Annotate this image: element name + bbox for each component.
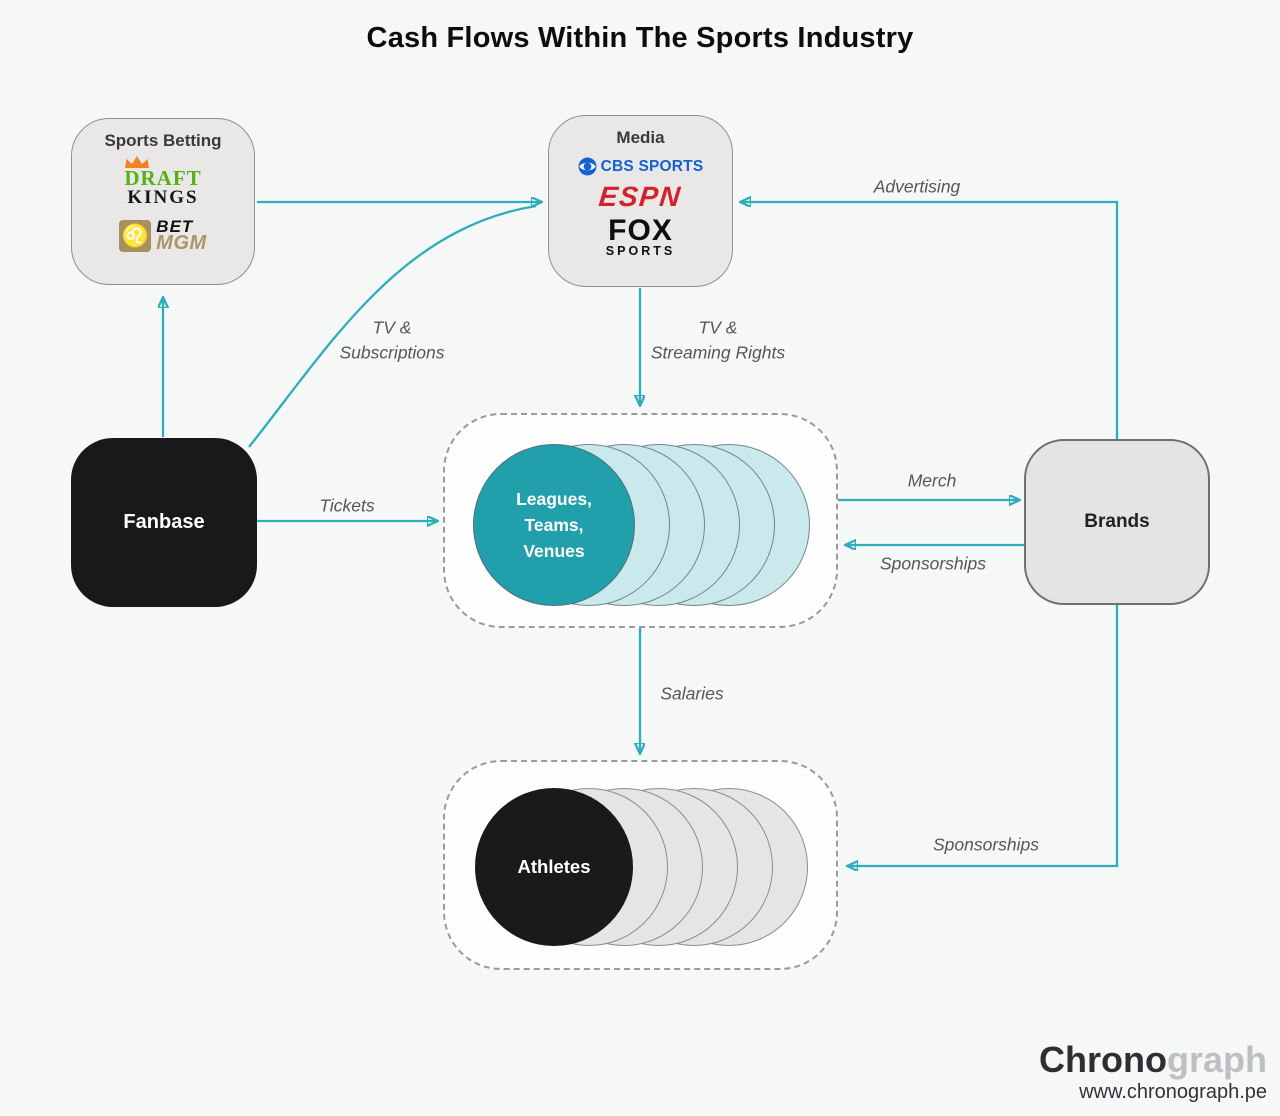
- flow-label-tv-subscriptions: TV & Subscriptions: [339, 317, 445, 363]
- fox-sports-logo: FOX SPORTS: [605, 214, 676, 258]
- flow-label-tv-streaming-rights: TV & Streaming Rights: [650, 317, 786, 363]
- brand-light-text: graph: [1166, 1039, 1267, 1081]
- betmgm-text: BET MGM: [156, 216, 207, 255]
- flow-label-advertising: Advertising: [873, 176, 961, 197]
- leagues-label-line3: Venues: [523, 541, 585, 562]
- athletes-label: Athletes: [517, 856, 591, 877]
- betmgm-mgm-text: MGM: [156, 232, 207, 255]
- brand-dark-text: Chrono: [1039, 1039, 1167, 1081]
- chronograph-logo: Chronograph: [1039, 1041, 1267, 1079]
- sports-betting-node: Sports Betting DRAFT KINGS ♌ BET MGM: [71, 118, 255, 285]
- media-node: Media CBS SPORTS ESPN FOX SPORTS: [548, 115, 733, 287]
- leagues-label-line1: Leagues,: [516, 488, 592, 509]
- draftkings-bottom-text: KINGS: [127, 186, 199, 208]
- flow-label-tickets: Tickets: [319, 495, 375, 516]
- espn-logo: ESPN: [597, 181, 684, 212]
- cbs-sports-text: CBS SPORTS: [600, 157, 704, 175]
- media-title: Media: [616, 128, 665, 147]
- draftkings-top-text: DRAFT: [124, 166, 202, 190]
- betmgm-bet-text: BET: [156, 216, 194, 236]
- cbs-eye-icon: [578, 157, 597, 176]
- arrow-brands-to-media-advertising: [742, 202, 1119, 439]
- flow-label-sponsorships-leagues: Sponsorships: [879, 553, 987, 574]
- fanbase-label: Fanbase: [123, 511, 205, 533]
- betmgm-logo: ♌ BET MGM: [119, 216, 207, 255]
- brands-label: Brands: [1084, 511, 1150, 532]
- leagues-front-circle: Leagues, Teams, Venues: [473, 444, 635, 606]
- leagues-teams-venues-cluster: Leagues, Teams, Venues: [443, 413, 838, 628]
- brands-node: Brands: [1024, 439, 1210, 605]
- sports-betting-title: Sports Betting: [104, 131, 222, 150]
- crown-icon: [125, 156, 149, 168]
- page-title: Cash Flows Within The Sports Industry: [366, 22, 914, 54]
- footer: Chronograph www.chronograph.pe: [1039, 1041, 1267, 1104]
- athletes-front-circle: Athletes: [475, 788, 633, 946]
- flow-label-merch: Merch: [907, 470, 957, 491]
- arrow-fanbase-to-media-curve: [248, 204, 537, 448]
- lion-icon: ♌: [119, 219, 152, 252]
- flow-label-sponsorships-athletes: Sponsorships: [932, 834, 1040, 855]
- leagues-label-line2: Teams,: [524, 514, 584, 535]
- footer-url: www.chronograph.pe: [1079, 1081, 1267, 1103]
- draftkings-logo: DRAFT KINGS: [124, 155, 201, 207]
- cbs-sports-logo: CBS SPORTS: [578, 157, 704, 176]
- fox-bottom-text: SPORTS: [605, 243, 676, 258]
- athletes-cluster: Athletes: [443, 760, 838, 970]
- flow-label-salaries: Salaries: [660, 683, 724, 704]
- fanbase-node: Fanbase: [71, 438, 257, 607]
- arrow-brands-to-athletes-sponsorships: [849, 605, 1119, 866]
- fox-top-text: FOX: [608, 214, 673, 247]
